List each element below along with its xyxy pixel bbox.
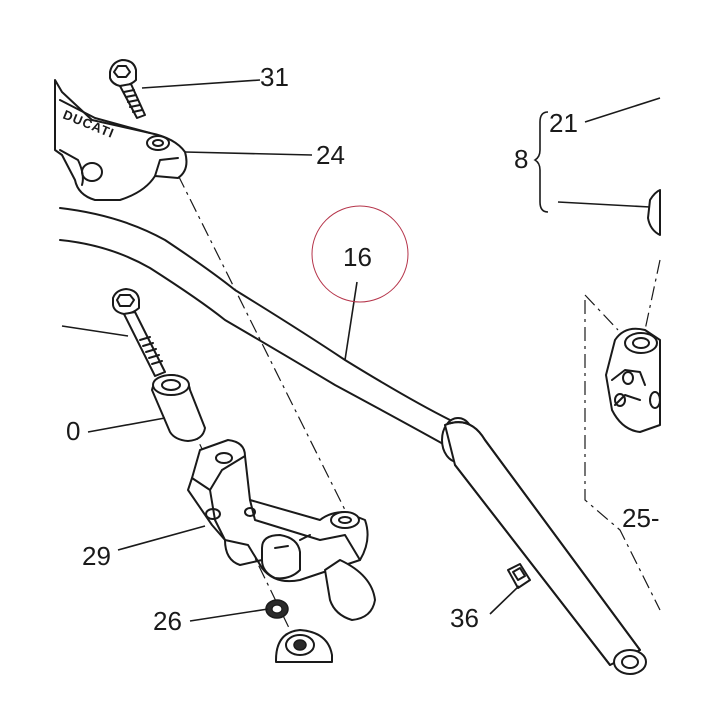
connector-36	[507, 563, 531, 589]
bolt-31	[109, 59, 146, 119]
top-clamp-24: DUCATI	[54, 79, 188, 201]
spacer-0	[151, 374, 206, 442]
part-labels: 31 24 21 8 16 0 29 26 25- 36	[66, 62, 660, 636]
switch-assembly-25	[605, 189, 661, 433]
label-part-16: 16	[343, 242, 372, 272]
label-part-25: 25-	[622, 503, 660, 533]
label-part-0: 0	[66, 416, 80, 446]
highlight-circle	[311, 205, 409, 303]
label-part-26: 26	[153, 606, 182, 636]
label-part-29: 29	[82, 541, 111, 571]
label-part-21: 21	[549, 108, 578, 138]
label-part-8: 8	[514, 144, 528, 174]
label-part-24: 24	[316, 140, 345, 170]
handlebar-16	[59, 207, 647, 675]
riser-bracket-29	[187, 439, 376, 621]
label-part-31: 31	[260, 62, 289, 92]
leader-lines	[61, 79, 661, 622]
washer-26	[265, 599, 289, 619]
group-bracket-8	[533, 111, 549, 213]
lower-cylinder	[275, 629, 333, 663]
label-part-36: 36	[450, 603, 479, 633]
bolt-left	[112, 288, 166, 377]
